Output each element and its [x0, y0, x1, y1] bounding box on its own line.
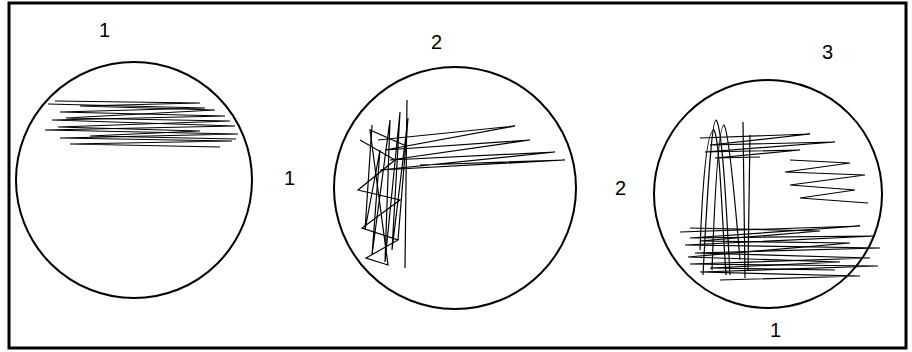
- callout-number: 2: [431, 32, 442, 52]
- callout-number: 2: [615, 178, 626, 198]
- petri-dish: [654, 80, 882, 308]
- callout-number: 1: [770, 320, 781, 340]
- callout-number: 1: [99, 20, 110, 40]
- callout-number: 1: [284, 168, 295, 188]
- streaks: [45, 100, 880, 280]
- petri-dish: [334, 67, 576, 309]
- petri-dish: [16, 62, 252, 298]
- callout-number: 3: [822, 42, 833, 62]
- frame: [9, 3, 906, 348]
